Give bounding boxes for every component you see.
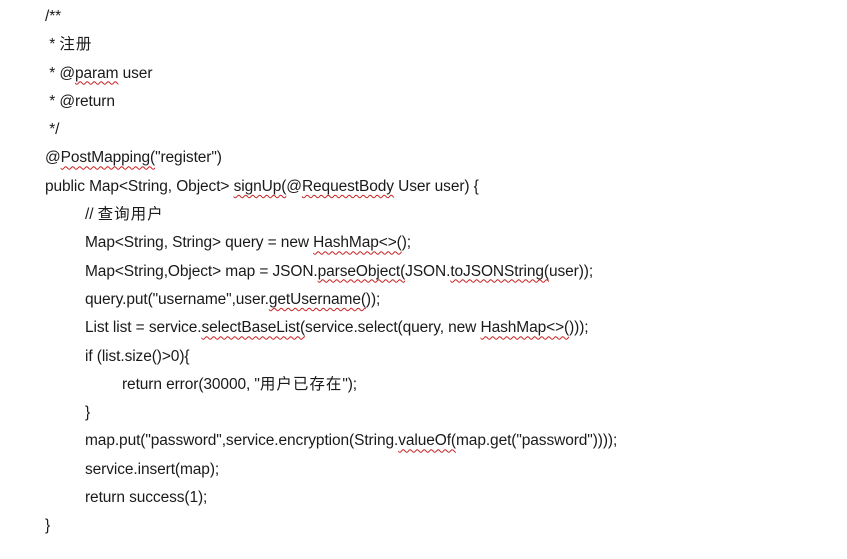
spellcheck-flagged-text: getUsername( [268, 290, 366, 308]
code-text: query.put("username",user. [85, 290, 269, 308]
spellcheck-flagged-text: parseObject( [317, 262, 406, 280]
spellcheck-flagged-text: HashMap<>( [480, 319, 570, 337]
code-text: map.get("password")))); [455, 432, 618, 450]
code-text: } [45, 517, 51, 535]
code-line: return error(30000, "用户已存在"); [45, 371, 617, 399]
code-text: user)); [548, 262, 594, 280]
code-text: // [85, 206, 98, 224]
code-line: */ [45, 116, 617, 144]
code-line: * @return [45, 88, 617, 116]
code-line: * 注册 [45, 31, 617, 59]
code-text: * @ [45, 64, 75, 82]
code-text: @ [286, 177, 302, 195]
code-text: ))); [569, 319, 589, 337]
code-text: } [85, 404, 91, 422]
spellcheck-flagged-text: valueOf( [398, 432, 456, 450]
code-text: @ [45, 149, 61, 167]
cjk-comment-text: 注册 [59, 36, 93, 54]
code-text: if (list.size()>0){ [85, 347, 190, 365]
spellcheck-flagged-text: signUp( [233, 177, 287, 195]
code-line: } [45, 399, 617, 427]
spellcheck-flagged-text: toJSONString( [450, 262, 549, 280]
spellcheck-flagged-text: PostMapping( [60, 149, 156, 167]
code-line: // 查询用户 [45, 201, 617, 229]
code-text: ); [401, 234, 412, 252]
code-line: Map<String,Object> map = JSON.parseObjec… [45, 258, 617, 286]
code-text: /** [45, 8, 62, 25]
code-line: public Map<String, Object> signUp(@Reque… [45, 173, 617, 201]
code-line: } [45, 512, 617, 540]
code-line: Map<String, String> query = new HashMap<… [45, 229, 617, 257]
code-text: * @return [45, 92, 115, 110]
code-text: Map<String,Object> map = JSON. [85, 262, 318, 280]
code-text: List list = service. [85, 319, 202, 337]
spellcheck-flagged-text: param [74, 64, 119, 82]
code-text: return success(1); [85, 489, 208, 507]
code-text: service.select(query, new [305, 319, 481, 337]
code-text: "register") [155, 149, 222, 167]
cjk-comment-text: 用户已存在 [259, 375, 343, 393]
code-text: return error(30000, " [122, 375, 260, 393]
code-text: * [45, 36, 60, 54]
code-text: "); [342, 375, 357, 393]
code-text: User user) { [393, 177, 479, 195]
code-line: return success(1); [45, 484, 617, 512]
spellcheck-flagged-text: RequestBody [301, 177, 394, 195]
document-text-area[interactable]: /** * 注册 * @param user * @return */@Post… [45, 0, 617, 541]
code-line: @PostMapping("register") [45, 144, 617, 172]
code-line: /** [45, 3, 617, 31]
code-text: user [118, 64, 153, 82]
cjk-comment-text: 查询用户 [97, 206, 164, 224]
spellcheck-flagged-text: HashMap<>( [313, 234, 402, 252]
code-line: * @param user [45, 60, 617, 88]
code-line: List list = service.selectBaseList(servi… [45, 314, 617, 342]
code-line: service.insert(map); [45, 456, 617, 484]
code-line: map.put("password",service.encryption(St… [45, 427, 617, 455]
code-text: service.insert(map); [85, 460, 220, 478]
code-text: )); [365, 290, 381, 308]
code-line: if (list.size()>0){ [45, 343, 617, 371]
code-text: JSON. [405, 262, 451, 280]
code-text: */ [45, 121, 60, 139]
code-line: query.put("username",user.getUsername())… [45, 286, 617, 314]
code-text: public Map<String, Object> [45, 177, 234, 195]
code-text: map.put("password",service.encryption(St… [85, 432, 399, 450]
code-text: Map<String, String> query = new [85, 234, 314, 252]
spellcheck-flagged-text: selectBaseList( [201, 319, 306, 337]
